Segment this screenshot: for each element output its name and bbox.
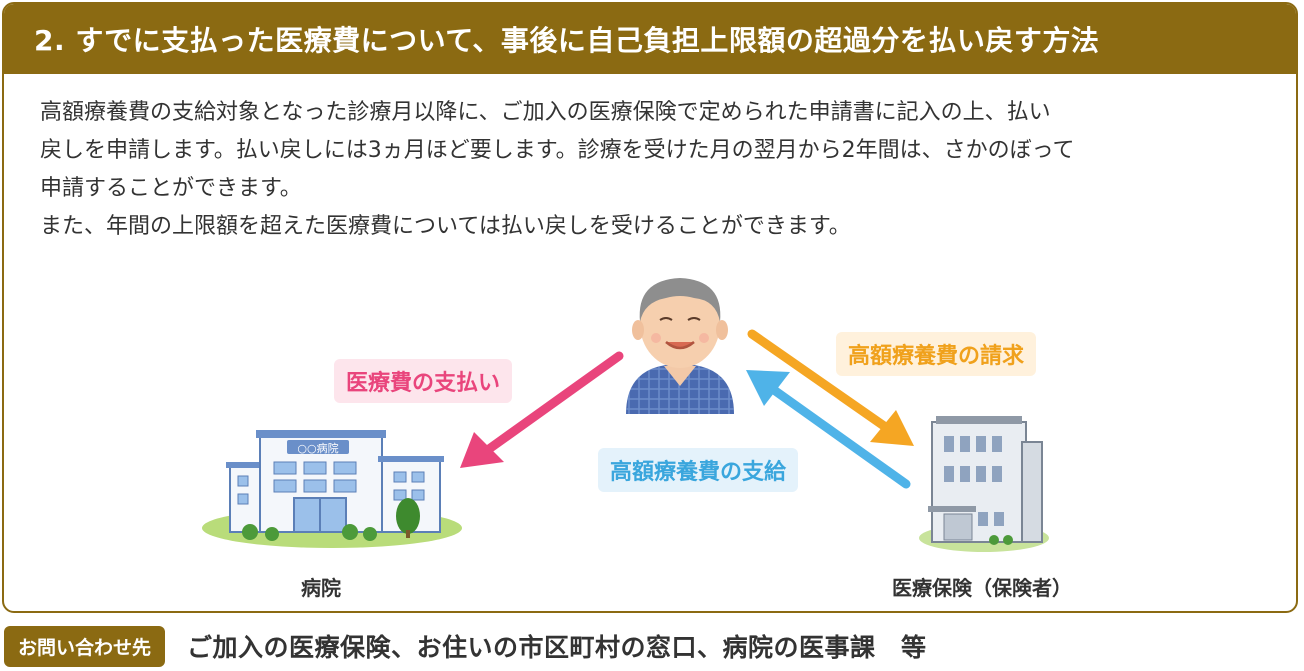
description-line: 高額療養費の支給対象となった診療月以降に、ご加入の医療保険で定められた申請書に記…	[40, 100, 1051, 125]
hospital-caption: 病院	[301, 576, 341, 600]
contact-text: ご加入の医療保険、お住いの市区町村の窓口、病院の医事課 等	[187, 633, 927, 662]
description-line: 申請することができます。	[40, 176, 302, 201]
contact-footer: お問い合わせ先 ご加入の医療保険、お住いの市区町村の窓口、病院の医事課 等	[0, 624, 1304, 668]
hospital-building-icon	[226, 430, 444, 541]
benefit-arrow	[746, 370, 911, 489]
elderly-man-icon	[626, 278, 734, 414]
payment-label: 医療費の支払い	[334, 359, 513, 403]
flow-diagram: ○○病院	[4, 4, 1296, 611]
insurer-caption: 医療保険（保険者）	[892, 576, 1072, 600]
benefit-label: 高額療養費の支給	[598, 448, 799, 492]
section-title: 2. すでに支払った医療費について、事後に自己負担上限額の超過分を払い戻す方法	[4, 4, 1296, 74]
description-line: 戻しを申請します。払い戻しには3ヵ月ほど要します。診療を受けた月の翌月から2年間…	[40, 138, 1075, 163]
claim-label: 高額療養費の請求	[836, 332, 1037, 376]
claim-arrow	[747, 329, 914, 446]
info-panel: 2. すでに支払った医療費について、事後に自己負担上限額の超過分を払い戻す方法 …	[2, 2, 1298, 613]
payment-arrow	[460, 351, 624, 468]
hospital-sign-text: ○○病院	[297, 441, 338, 455]
diagram-graphics: ○○病院	[202, 278, 1049, 552]
contact-badge: お問い合わせ先	[4, 625, 166, 667]
insurer-building-icon	[928, 416, 1043, 545]
description: 高額療養費の支給対象となった診療月以降に、ご加入の医療保険で定められた申請書に記…	[40, 94, 1280, 246]
description-line: また、年間の上限額を超えた医療費については払い戻しを受けることができます。	[40, 214, 851, 239]
